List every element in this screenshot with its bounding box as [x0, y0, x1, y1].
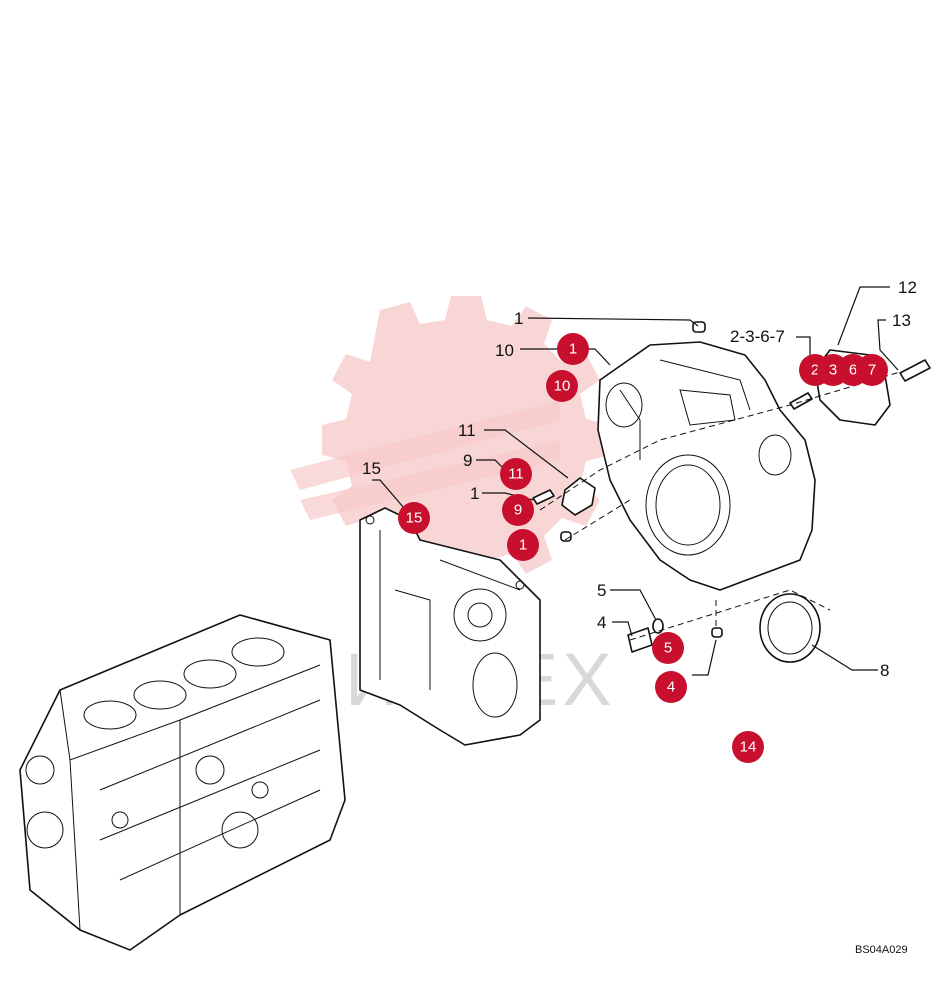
badge-14[interactable]: 14 [732, 731, 764, 763]
badge-label: 14 [740, 739, 757, 756]
cover-part-11 [561, 477, 596, 516]
badge-label: 3 [829, 362, 837, 379]
callout-9: 9 [463, 451, 472, 470]
washer-part-5 [652, 618, 664, 634]
callout-4: 4 [597, 613, 606, 632]
callout-2367: 2-3-6-7 [730, 327, 785, 346]
badge-label: 10 [554, 378, 571, 395]
plug-part-4 [627, 627, 653, 653]
badge-11[interactable]: 11 [500, 458, 532, 490]
timing-cover-part-10 [597, 341, 816, 591]
callout-15: 15 [362, 459, 381, 478]
badge-5[interactable]: 5 [652, 632, 684, 664]
badge-label: 6 [849, 362, 857, 379]
callout-1-top: 1 [514, 309, 523, 328]
callout-12: 12 [898, 278, 917, 297]
badge-label: 1 [569, 341, 577, 358]
callout-13: 13 [892, 311, 911, 330]
callout-10: 10 [495, 341, 514, 360]
badge-label: 4 [667, 679, 675, 696]
badge-15[interactable]: 15 [398, 502, 430, 534]
drawing-code: BS04A029 [855, 944, 908, 956]
engine-block-illustration [19, 614, 346, 951]
callout-8: 8 [880, 661, 889, 680]
plug-part-1-mid [560, 531, 572, 542]
badge-10[interactable]: 10 [546, 370, 578, 402]
plug-part-14 [711, 627, 723, 638]
badge-1-mid[interactable]: 1 [507, 529, 539, 561]
badge-7[interactable]: 7 [856, 354, 888, 386]
callout-5: 5 [597, 581, 606, 600]
badge-label: 9 [514, 502, 522, 519]
badge-4[interactable]: 4 [655, 671, 687, 703]
badge-group: 1 10 2 6 7 3 11 9 15 1 5 4 14 [398, 333, 888, 763]
badge-label: 15 [406, 510, 423, 527]
seal-part-8 [759, 593, 821, 663]
bolt-part-13 [899, 359, 931, 382]
badge-label: 7 [868, 362, 876, 379]
badge-label: 11 [508, 466, 524, 483]
assembly-dash-lines [539, 371, 901, 641]
bolt-part-9 [532, 489, 555, 505]
callout-labels: 1 10 2-3-6-7 12 13 11 9 1 15 5 4 8 [362, 278, 917, 680]
bolt-part-2367 [789, 392, 813, 410]
badge-9[interactable]: 9 [502, 494, 534, 526]
badge-1-top[interactable]: 1 [557, 333, 589, 365]
small-fasteners [532, 321, 931, 663]
callout-11: 11 [458, 421, 476, 440]
leader-lines [372, 286, 899, 676]
callout-1-mid: 1 [470, 484, 479, 503]
badge-3[interactable]: 3 [817, 354, 849, 386]
badge-label: 5 [664, 640, 672, 657]
badge-label: 1 [519, 537, 527, 554]
badge-label: 2 [811, 362, 819, 379]
